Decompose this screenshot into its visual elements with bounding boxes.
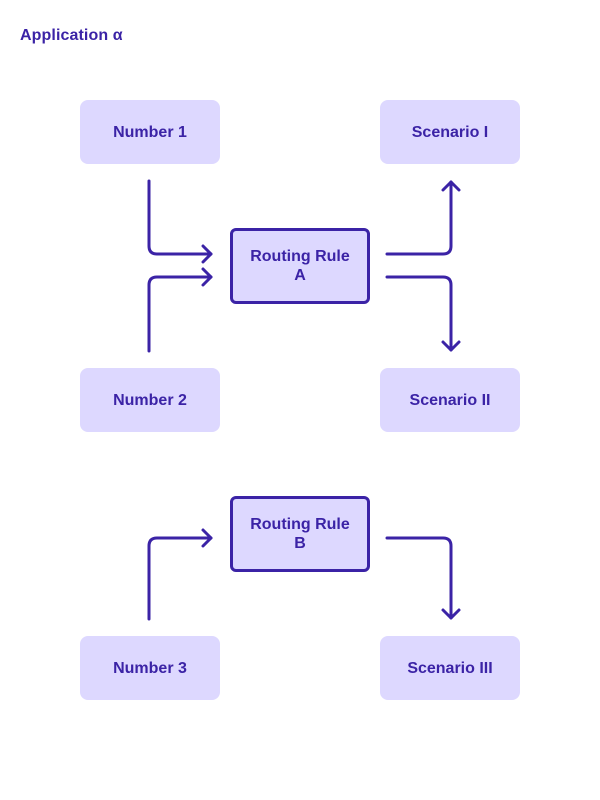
node-label: Routing Rule B [250, 516, 350, 552]
node-scenario-2: Scenario II [380, 368, 520, 432]
node-routing-rule-a: Routing Rule A [230, 228, 370, 304]
node-label: Number 2 [113, 391, 187, 409]
node-number-1: Number 1 [80, 100, 220, 164]
node-label: Scenario I [411, 123, 489, 141]
node-number-2: Number 2 [80, 368, 220, 432]
node-label: Number 3 [113, 659, 187, 677]
node-label: Scenario II [409, 391, 491, 409]
edge-rule-a-to-scenario-2 [385, 275, 461, 352]
node-label: Routing Rule A [250, 248, 350, 284]
node-number-3: Number 3 [80, 636, 220, 700]
edge-number-2-to-rule-a [147, 267, 213, 353]
edge-number-3-to-rule-b [147, 528, 213, 621]
node-label: Number 1 [113, 123, 187, 141]
edge-number-1-to-rule-a [147, 179, 213, 264]
edge-rule-a-to-scenario-1 [385, 180, 461, 256]
edge-rule-b-to-scenario-3 [385, 536, 461, 620]
diagram-title: Application α [20, 27, 123, 44]
node-label: Scenario III [407, 659, 493, 677]
node-scenario-3: Scenario III [380, 636, 520, 700]
node-routing-rule-b: Routing Rule B [230, 496, 370, 572]
node-scenario-1: Scenario I [380, 100, 520, 164]
